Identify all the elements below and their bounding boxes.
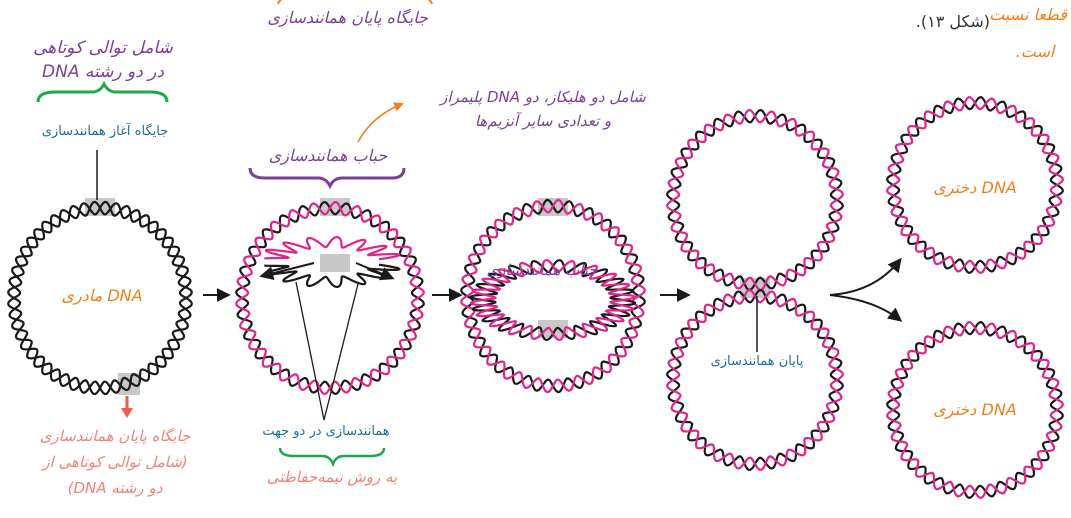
daughter-bottom-helix-strand-b: [886, 321, 1064, 499]
stage4-bottom-helix-strand-a: [666, 288, 844, 472]
bidir-arrow-left: [259, 262, 315, 281]
enzymes-label-2: و تعدادی سایر آنزیم‌ها: [474, 112, 612, 130]
mother-dna-label: DNA مادری: [61, 286, 143, 305]
purple-bracket-top: [277, 0, 433, 5]
bidirectional-label: همانندسازی در دو جهت: [262, 424, 390, 439]
orange-arrow: [357, 102, 404, 143]
daughter-dna-bottom-label: DNA دختری: [933, 400, 1017, 419]
end-box-4: [740, 278, 770, 298]
top-center-fragment: جایگاه پایان همانندسازی: [267, 8, 428, 27]
stage2-bubble-top: [264, 236, 401, 261]
split-arrow-bottom: [829, 294, 903, 322]
stage4-top-helix-strand-b: [666, 108, 844, 292]
daughter-dna-top-label: DNA دختری: [933, 178, 1017, 197]
figure-reference: (شکل ۱۳).: [915, 12, 990, 31]
purple-bracket: [248, 167, 406, 190]
end-site-label-3: دو رشته DNA): [67, 479, 163, 497]
stage3-outer-helix-strand-b: [460, 198, 646, 394]
stage3-inner-helix-strand-b: [469, 259, 637, 341]
stage4-bottom-helix-strand-b: [666, 288, 844, 472]
stage2-outer-helix-strand-b: [235, 200, 425, 396]
short-seq-label-2: در دو رشته DNA: [42, 62, 164, 82]
stage4-top-helix-strand-a: [666, 108, 844, 292]
bidir-pointer-2: [323, 283, 359, 421]
bidir-pointer-1: [295, 281, 325, 421]
bidir-arrow-right: [355, 262, 395, 281]
end-site-label-2: (شامل توالی کوتاهی از: [42, 453, 188, 471]
mother-dna-helix-strand-b: [7, 200, 193, 396]
short-seq-label-1: شامل توالی کوتاهی: [33, 38, 173, 58]
dna-helices: [7, 96, 1064, 499]
split-arrow-top: [829, 257, 902, 296]
stage2-outer-helix-strand-a: [235, 200, 425, 396]
end-site-arrowhead: [121, 408, 133, 418]
daughter-top-helix-strand-b: [886, 96, 1064, 274]
bubble-label-mid: حباب همانندسازی: [486, 261, 598, 279]
top-right-fragment-2: است.: [1015, 42, 1055, 61]
enzymes-label-1: شامل دو هلیکاز، دو DNA پلیمراز: [440, 88, 646, 106]
replication-origin-label: جایگاه آغاز همانندسازی: [41, 124, 169, 139]
fork-box-3b: [538, 320, 568, 338]
bubble-label-top: حباب همانندسازی: [268, 146, 388, 165]
semi-conservative-label: به روش نیمه‌حفاظتی: [266, 468, 398, 486]
replication-end-label: پایان همانندسازی: [710, 354, 804, 369]
end-site-label-1: جایگاه پایان همانندسازی: [39, 427, 191, 445]
green-bracket-bottom: [278, 447, 386, 468]
replication-origin-box-2b: [320, 254, 350, 272]
top-right-fragment-1: قطعا نسبت: [989, 5, 1067, 24]
green-bracket-top: [36, 80, 169, 103]
